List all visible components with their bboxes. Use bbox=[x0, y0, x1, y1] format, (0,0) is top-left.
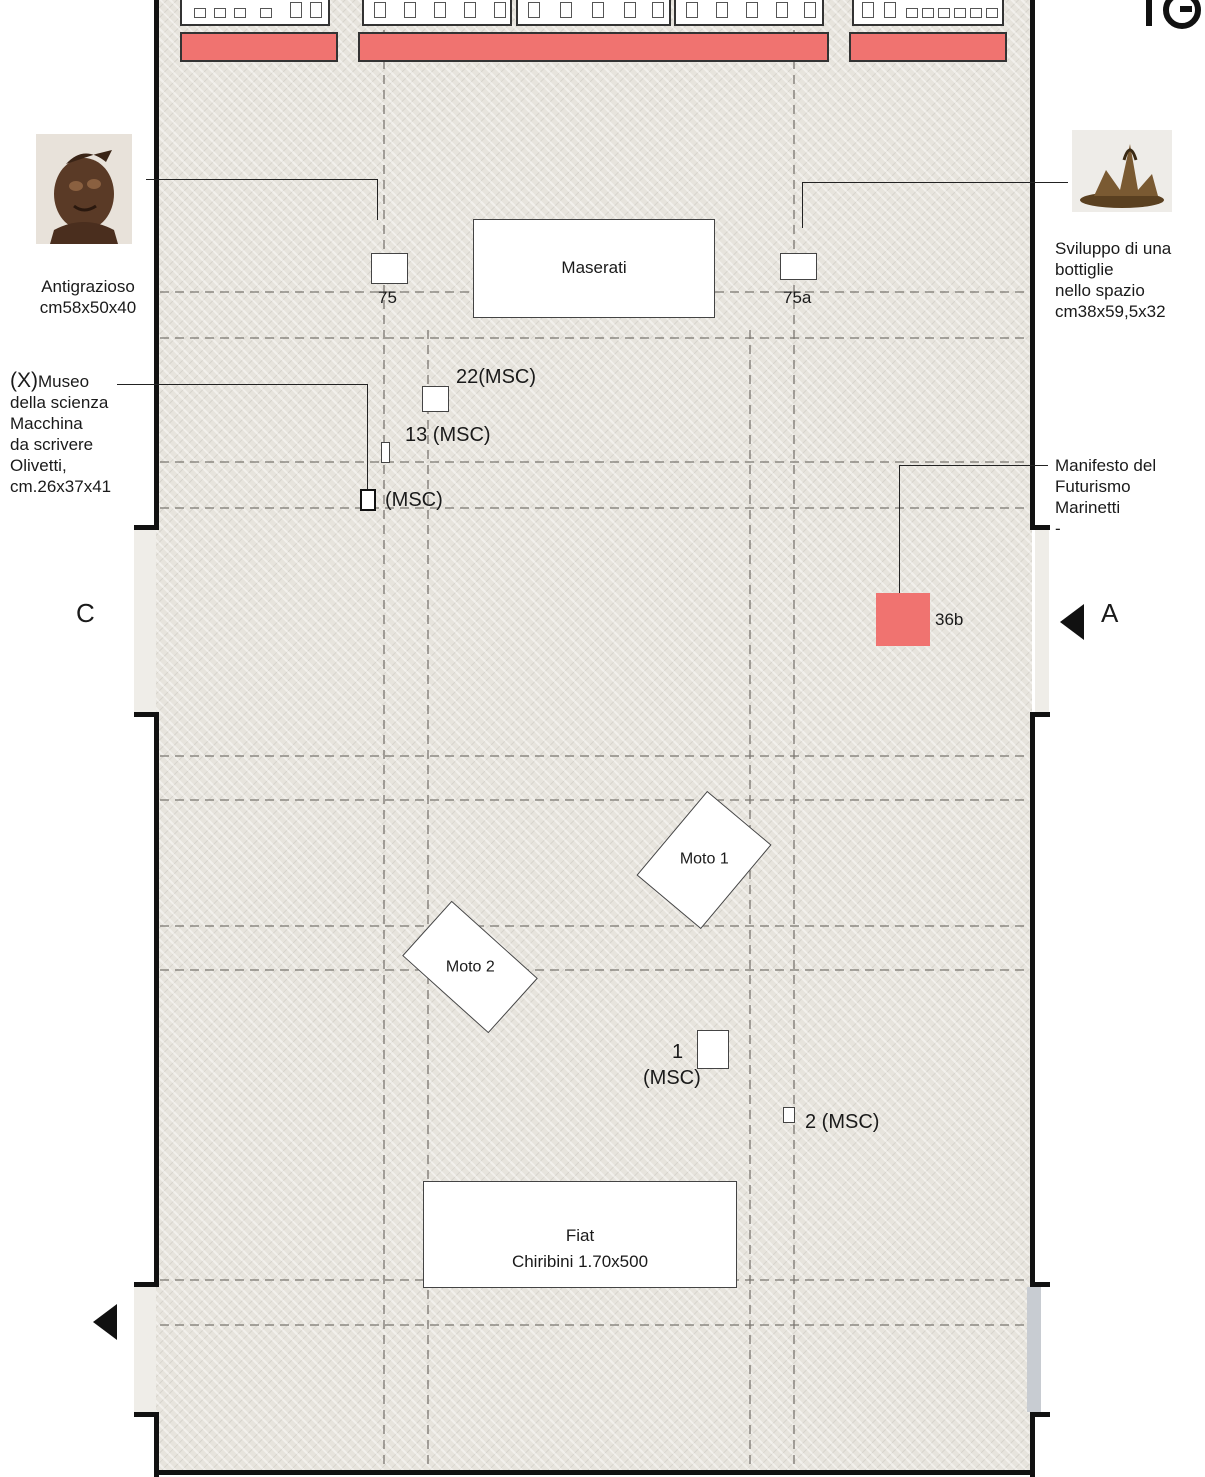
left-door-stub-4 bbox=[134, 1412, 159, 1417]
display-case-top-center-1 bbox=[362, 0, 512, 26]
exhibit-13[interactable] bbox=[381, 442, 390, 463]
right-door-stub-2 bbox=[1030, 712, 1050, 717]
right-door-bottom bbox=[1027, 1287, 1041, 1412]
left-door-stub-1 bbox=[134, 525, 159, 530]
exhibit-olivetti[interactable] bbox=[360, 489, 376, 511]
moto-1-label: Moto 1 bbox=[679, 851, 729, 869]
exhibit-75a[interactable] bbox=[780, 253, 817, 280]
antigrazioso-dimensions: cm58x50x40 bbox=[39, 298, 137, 317]
exhibit-36b-label: 36b bbox=[935, 610, 964, 629]
exhibit-2-label: 2 (MSC) bbox=[805, 1111, 880, 1133]
exit-arrow-icon bbox=[93, 1304, 117, 1340]
entrance-c-label: C bbox=[76, 598, 95, 628]
exhibit-22-label: 22(MSC) bbox=[456, 366, 537, 388]
antigrazioso-note: Antigrazioso cm58x50x40 bbox=[18, 276, 158, 318]
right-door-stub-3 bbox=[1030, 1282, 1050, 1287]
exhibit-22[interactable] bbox=[422, 386, 449, 412]
sviluppo-line-1: Sviluppo di una bbox=[1055, 239, 1172, 258]
red-wall-display-right bbox=[849, 32, 1007, 62]
right-wall-top bbox=[1030, 0, 1035, 530]
red-wall-display-left bbox=[180, 32, 338, 62]
red-wall-display-center bbox=[358, 32, 829, 62]
exhibit-36b[interactable] bbox=[876, 593, 930, 646]
right-door-stub-1 bbox=[1030, 525, 1050, 530]
fiat-label: Fiat bbox=[565, 1226, 595, 1245]
left-wall-bottom bbox=[154, 1412, 159, 1477]
leader-museo-h bbox=[117, 384, 368, 385]
exhibit-1-number: 1 bbox=[672, 1041, 684, 1063]
exhibit-maserati[interactable] bbox=[473, 219, 715, 318]
logo-icon bbox=[1146, 0, 1201, 29]
left-door-stub-2 bbox=[134, 712, 159, 717]
left-door-stub-3 bbox=[134, 1282, 159, 1287]
museo-dimensions: cm.26x37x41 bbox=[10, 477, 112, 496]
exhibit-1[interactable] bbox=[697, 1030, 729, 1069]
right-wall-middle bbox=[1030, 712, 1035, 1286]
left-door-bottom bbox=[134, 1287, 156, 1412]
manifesto-line-4: - bbox=[1055, 519, 1061, 538]
museo-line-5: Olivetti, bbox=[10, 456, 67, 475]
leader-sviluppo-v bbox=[802, 182, 803, 228]
museo-note: (X)Museo della scienza Macchina da scriv… bbox=[10, 370, 111, 497]
exhibit-1-label: (MSC) bbox=[643, 1067, 701, 1089]
manifesto-line-1: Manifesto del bbox=[1055, 456, 1157, 475]
museo-line-1: Museo bbox=[38, 372, 90, 391]
museo-line-3: Macchina bbox=[10, 414, 83, 433]
right-door-stub-4 bbox=[1030, 1412, 1050, 1417]
exhibit-13-label: 13 (MSC) bbox=[405, 424, 491, 446]
leader-museo-v bbox=[367, 384, 368, 489]
display-case-top-right bbox=[852, 0, 1004, 26]
bottom-wall bbox=[154, 1470, 1034, 1475]
museo-line-4: da scrivere bbox=[10, 435, 94, 454]
leader-antigrazioso-v bbox=[377, 179, 378, 220]
manifesto-line-2: Futurismo bbox=[1055, 477, 1131, 496]
display-case-top-left bbox=[180, 0, 330, 26]
exhibit-olivetti-label: (MSC) bbox=[385, 489, 443, 511]
exhibit-fiat[interactable] bbox=[423, 1181, 737, 1288]
display-case-top-center-3 bbox=[674, 0, 824, 26]
right-wall-bottom bbox=[1030, 1412, 1035, 1477]
exhibit-75-label: 75 bbox=[378, 288, 397, 307]
sviluppo-note: Sviluppo di una bottiglie nello spazio c… bbox=[1055, 238, 1171, 322]
sviluppo-line-2: bottiglie bbox=[1055, 260, 1114, 279]
entrance-a-label: A bbox=[1101, 598, 1119, 628]
manifesto-line-3: Marinetti bbox=[1055, 498, 1121, 517]
exhibit-2[interactable] bbox=[783, 1107, 795, 1123]
manifesto-note: Manifesto del Futurismo Marinetti - bbox=[1055, 455, 1156, 539]
leader-sviluppo-h bbox=[802, 182, 1068, 183]
exhibit-75a-label: 75a bbox=[783, 288, 812, 307]
left-wall-top bbox=[154, 0, 159, 530]
sviluppo-line-3: nello spazio bbox=[1055, 281, 1145, 300]
sviluppo-dimensions: cm38x59,5x32 bbox=[1055, 302, 1166, 321]
left-door-c bbox=[134, 530, 156, 712]
fiat-dimensions-label: Chiribini 1.70x500 bbox=[511, 1252, 649, 1271]
sviluppo-thumbnail bbox=[1072, 130, 1172, 212]
leader-antigrazioso-h bbox=[146, 179, 378, 180]
left-wall-middle bbox=[154, 712, 159, 1286]
display-case-top-center-2 bbox=[516, 0, 671, 26]
entrance-a-arrow-icon bbox=[1060, 604, 1084, 640]
antigrazioso-title: Antigrazioso bbox=[41, 277, 135, 296]
museo-prefix: (X) bbox=[10, 369, 38, 392]
exhibit-75[interactable] bbox=[371, 253, 408, 284]
museo-line-2: della scienza bbox=[10, 393, 109, 412]
leader-manifesto-h bbox=[899, 465, 1048, 466]
leader-manifesto-v bbox=[899, 465, 900, 593]
antigrazioso-thumbnail bbox=[36, 134, 132, 244]
maserati-label: Maserati bbox=[561, 258, 627, 277]
right-door-a bbox=[1035, 530, 1049, 712]
moto-2-label: Moto 2 bbox=[445, 957, 495, 975]
